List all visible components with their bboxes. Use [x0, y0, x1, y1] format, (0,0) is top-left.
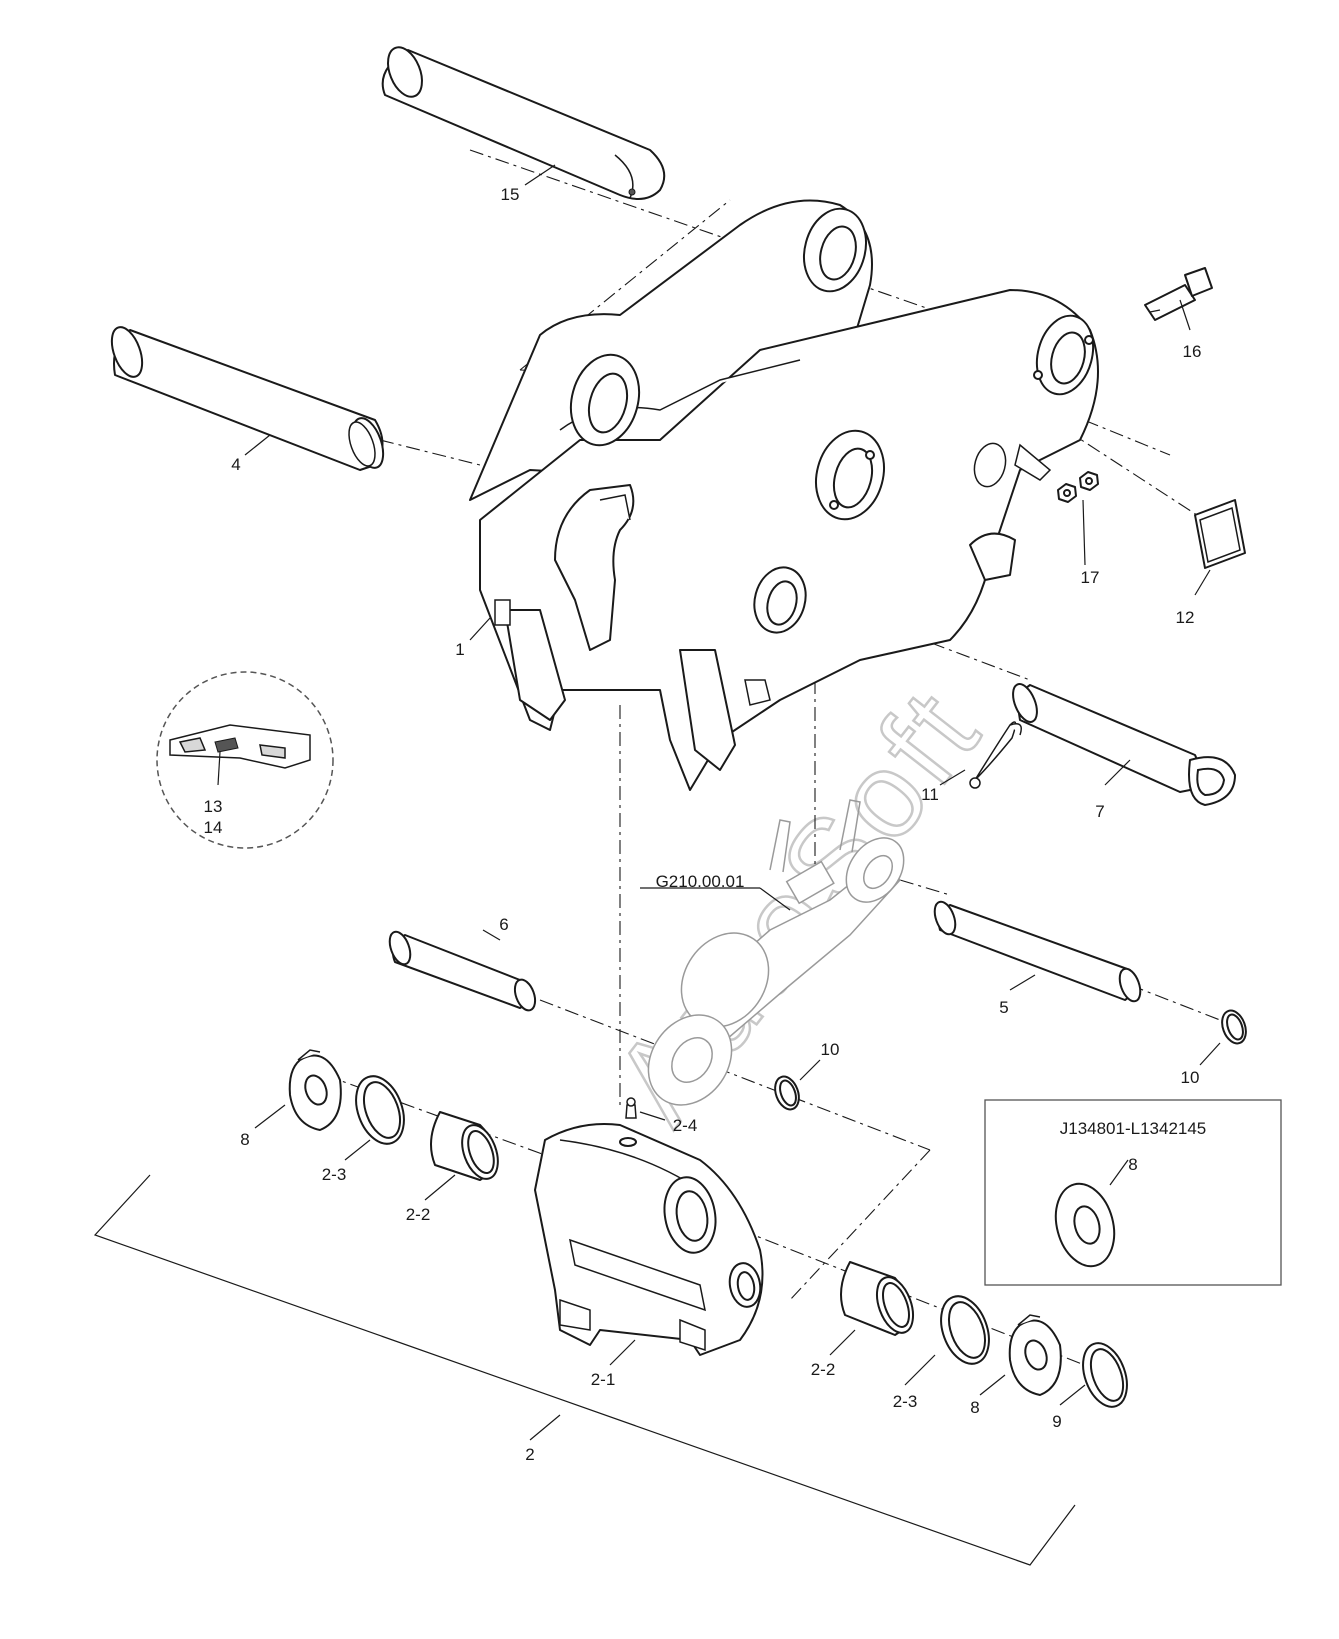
seal-2-3-left	[355, 1075, 405, 1145]
callout-2: 2	[525, 1445, 534, 1464]
callout-2-1: 2-1	[591, 1370, 616, 1389]
callout-2-3-left: 2-3	[322, 1165, 347, 1184]
pin-4	[110, 326, 385, 471]
reference-label-group	[640, 887, 791, 911]
link-2-1	[534, 1123, 764, 1356]
bushing-2-2-right	[840, 1261, 915, 1336]
callout-2-3-right: 2-3	[893, 1392, 918, 1411]
linch-pin-11	[969, 721, 1022, 789]
callout-2-2-right: 2-2	[811, 1360, 836, 1379]
callout-8-right: 8	[970, 1398, 979, 1417]
callout-16: 16	[1183, 342, 1202, 361]
callout-14: 14	[204, 818, 223, 837]
serial-range-inset: J134801-L1342145	[984, 1099, 1282, 1286]
callout-10-left: 10	[821, 1040, 840, 1059]
washer-8-left	[288, 1049, 342, 1131]
washer-8-right	[1008, 1314, 1062, 1396]
snap-ring-10b	[1221, 1009, 1247, 1045]
seal-2-3-right	[940, 1295, 990, 1365]
decal-12	[1194, 499, 1246, 569]
pin-7	[1012, 683, 1236, 806]
detail-magnifier	[156, 671, 334, 849]
callout-2-4: 2-4	[673, 1116, 698, 1135]
callout-6: 6	[499, 915, 508, 934]
callout-leaders	[244, 164, 1221, 1441]
assembly-2-bracket	[93, 1174, 1076, 1566]
coupler-body-1	[469, 199, 1099, 791]
callout-15: 15	[501, 185, 520, 204]
grease-fitting-2-4	[625, 1097, 637, 1119]
callout-11: 11	[921, 785, 939, 804]
reference-g210: G210.00.01	[656, 872, 745, 891]
callout-4: 4	[231, 455, 240, 474]
callout-5: 5	[999, 998, 1008, 1017]
snap-ring-10a	[774, 1075, 800, 1111]
callout-9: 9	[1052, 1412, 1061, 1431]
hydraulic-cylinder-reference	[647, 799, 905, 1106]
callout-12: 12	[1176, 608, 1195, 627]
callout-8-left: 8	[240, 1130, 249, 1149]
callout-13: 13	[204, 797, 223, 816]
callout-labels: 15 4 1 16 17 12 7 11 13 14 G210.00.01 6 …	[204, 185, 1202, 1464]
pin-6	[388, 930, 537, 1012]
callout-8-inset: 8	[1128, 1155, 1137, 1174]
callout-17: 17	[1081, 568, 1100, 587]
snap-ring-9	[1082, 1342, 1128, 1408]
bolt-16	[1144, 267, 1213, 321]
nuts-17	[1057, 471, 1099, 503]
pin-15	[381, 46, 666, 200]
serial-range-label: J134801-L1342145	[1060, 1119, 1207, 1138]
callout-7: 7	[1095, 802, 1104, 821]
pin-5	[933, 900, 1142, 1003]
callout-10-right: 10	[1181, 1068, 1200, 1087]
callout-2-2-left: 2-2	[406, 1205, 431, 1224]
bushing-2-2-left	[430, 1111, 499, 1181]
callout-1: 1	[455, 640, 464, 659]
